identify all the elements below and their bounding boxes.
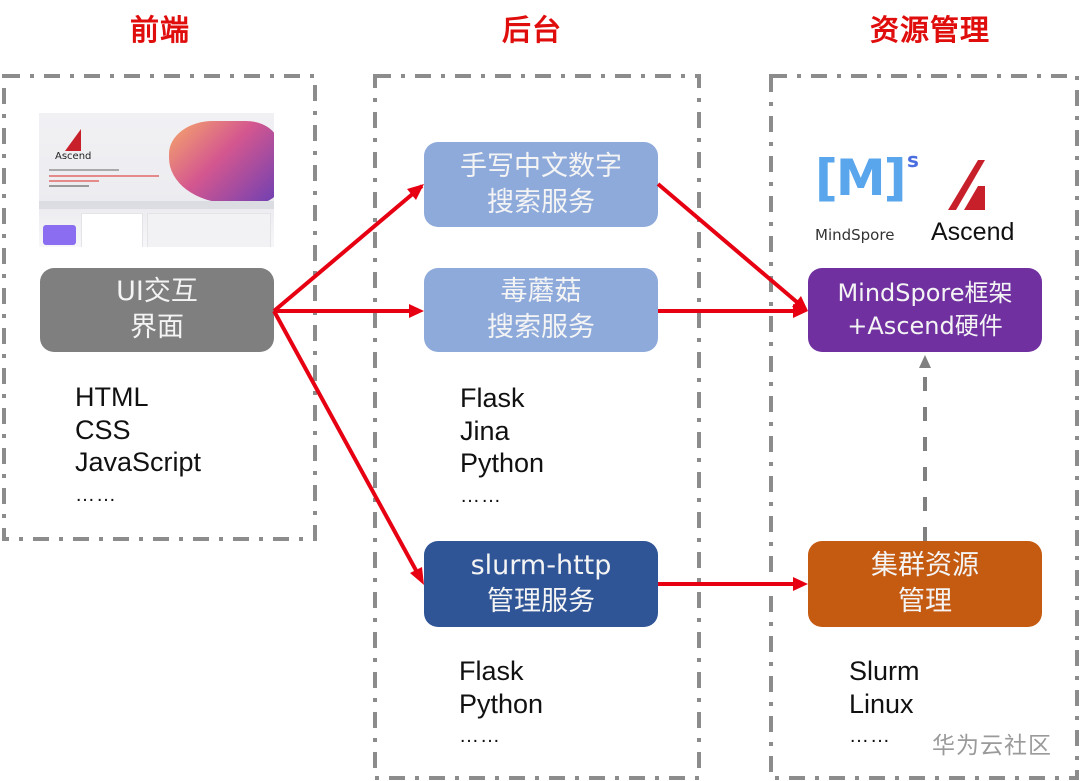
arrowhead (410, 567, 424, 585)
tech-item: Slurm (849, 656, 920, 686)
tech-item: Jina (460, 415, 510, 446)
thumbnail-tab-bar (39, 201, 274, 209)
arrowhead (407, 184, 424, 200)
thumbnail-preview-card (147, 213, 271, 247)
arrowhead (409, 304, 424, 318)
thumbnail-config-card (81, 213, 143, 247)
mushroom-search-node: 毒蘑菇 搜索服务 (424, 268, 658, 352)
node-line: MindSpore框架 (837, 279, 1013, 307)
tech-item: Python (459, 688, 544, 719)
node-line: 管理服务 (487, 586, 595, 617)
ascend-name: Ascend (931, 218, 1015, 246)
tech-item-more: …… (460, 484, 502, 507)
backend-title: 后台 (501, 13, 562, 47)
node-line: 界面 (130, 312, 184, 343)
hero-illustration (169, 121, 274, 203)
tech-item-more: …… (849, 725, 891, 747)
ascend-logo-icon (64, 129, 90, 151)
frontend-tech-list: HTML CSS JavaScript …… (75, 381, 201, 511)
ascend-a-glyph (948, 160, 985, 210)
arrowhead (792, 296, 808, 311)
slurm-http-node: slurm-http 管理服务 (424, 541, 658, 627)
node-line: UI交互 (116, 276, 198, 307)
frontend-panel-border (2, 74, 317, 541)
backend-panel-border (373, 74, 701, 780)
tech-item-more: …… (75, 483, 117, 506)
slurm-http-tech-list: Flask Python …… (459, 655, 543, 753)
node-line: +Ascend硬件 (847, 312, 1003, 340)
node-line: 搜索服务 (487, 186, 595, 218)
thumbnail-caption-line (49, 169, 119, 171)
thumbnail-run-button (43, 225, 76, 245)
mindspore-ascend-node: MindSpore框架 +Ascend硬件 (808, 268, 1042, 352)
tech-item: Python (460, 448, 545, 478)
node-line: 管理 (898, 586, 952, 617)
tech-item: HTML (75, 382, 149, 412)
tech-item: Flask (460, 383, 525, 413)
node-line: 毒蘑菇 (500, 276, 582, 307)
mindspore-mark: [M] (815, 149, 906, 207)
node-line: 搜索服务 (487, 312, 595, 343)
tech-item: Linux (849, 688, 914, 719)
search-tech-list: Flask Jina Python …… (460, 382, 544, 512)
resource-tech-list: Slurm Linux …… (849, 655, 920, 753)
handwriting-search-node: 手写中文数字 搜索服务 (424, 142, 658, 227)
node-line: slurm-http (470, 550, 612, 581)
mindspore-name: MindSpore (815, 226, 895, 244)
thumbnail-text-line (49, 175, 159, 177)
watermark: 华为云社区 (932, 733, 1052, 759)
thumbnail-text-line (49, 185, 89, 187)
tech-item: Flask (459, 656, 524, 686)
arrow-handwriting-to-mindspore (656, 182, 800, 305)
resource-panel-border (769, 74, 1079, 780)
mindspore-logo-icon: [M] s MindSpore (815, 148, 925, 250)
ascend-logo-icon: Ascend (928, 152, 1028, 252)
arrowhead (793, 577, 808, 591)
tech-item: CSS (75, 414, 131, 445)
arrowhead (793, 304, 808, 318)
node-line: 手写中文数字 (460, 150, 622, 182)
frontend-title: 前端 (129, 13, 190, 47)
ui-interaction-node: UI交互 界面 (40, 268, 274, 352)
node-line: 集群资源 (871, 550, 979, 581)
app-screenshot-thumbnail: Ascend (39, 113, 274, 247)
arrowhead (919, 355, 931, 368)
arrow-ui-to-slurm-http (272, 310, 420, 575)
thumbnail-brand: Ascend (55, 151, 92, 162)
thumbnail-text-line (49, 180, 99, 182)
mindspore-sup: s (907, 148, 919, 172)
tech-item-more: …… (459, 725, 501, 747)
arrow-ui-to-handwriting (272, 184, 424, 313)
tech-item: JavaScript (75, 447, 202, 477)
cluster-resource-node: 集群资源 管理 (808, 541, 1042, 627)
resource-title: 资源管理 (869, 13, 990, 47)
